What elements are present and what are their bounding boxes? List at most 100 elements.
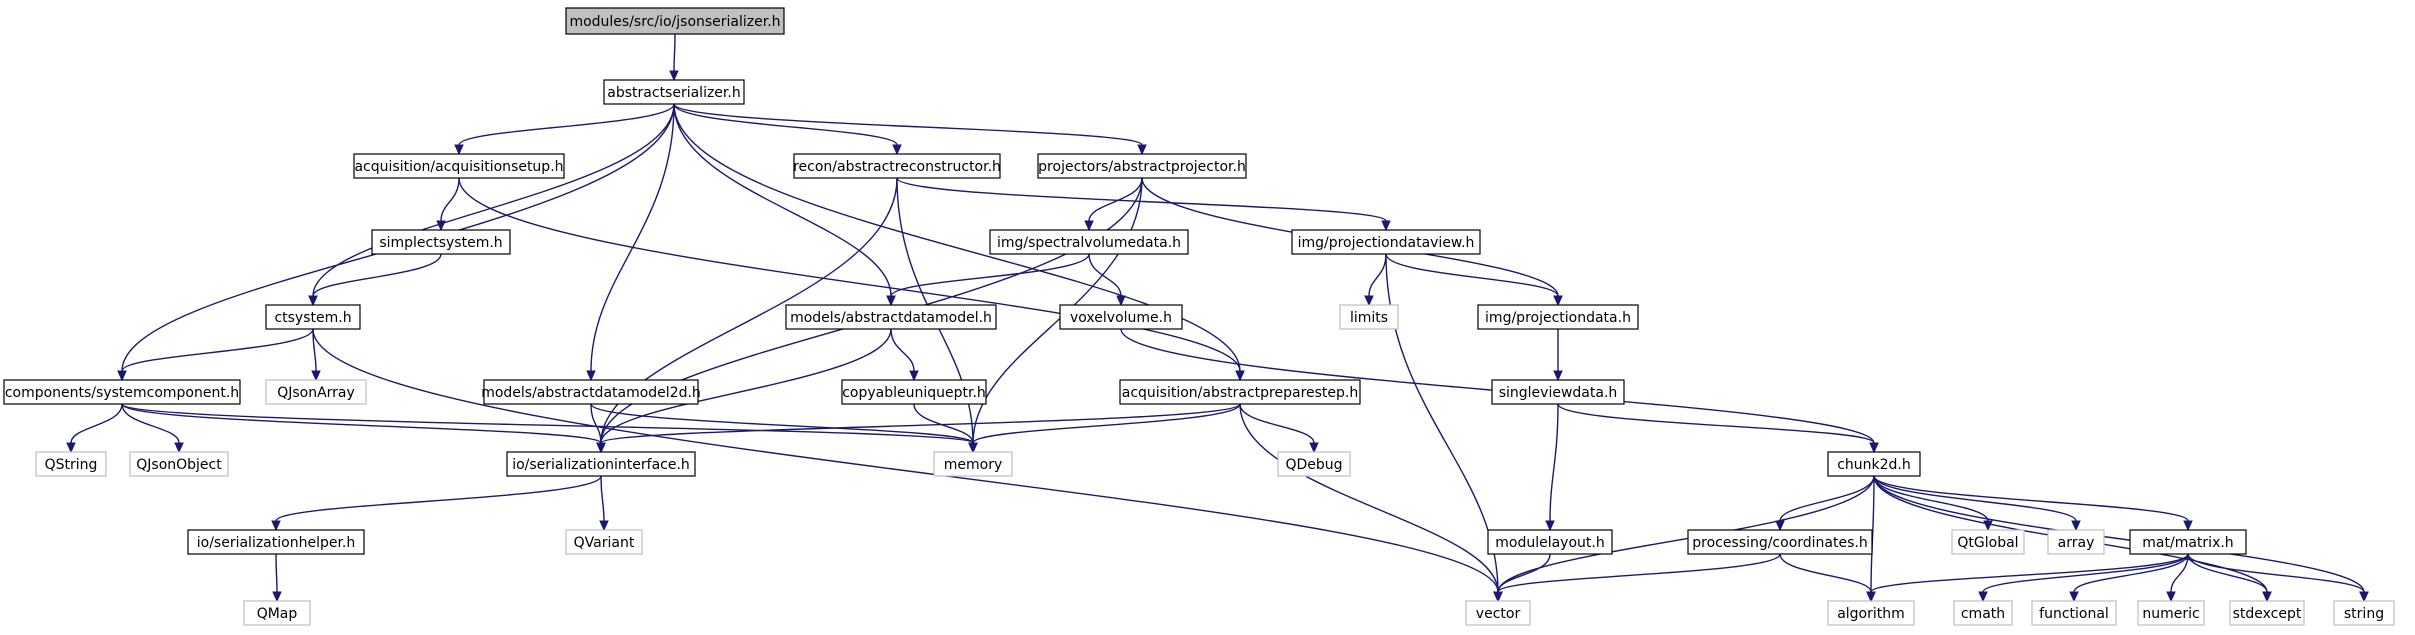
edges-layer — [66, 33, 2369, 603]
node-label: QDebug — [1285, 457, 1342, 473]
node-label: numeric — [2142, 606, 2199, 622]
node-qjsonarray: QJsonArray — [265, 379, 367, 405]
node-serializationinterface[interactable]: io/serializationinterface.h — [506, 451, 696, 477]
edge-ctsystem-to-qjsonarray — [311, 328, 321, 382]
node-abstractreconstructor[interactable]: recon/abstractreconstructor.h — [793, 153, 1001, 179]
node-box — [1465, 600, 1531, 626]
node-modulelayout[interactable]: modulelayout.h — [1487, 529, 1613, 555]
node-label: recon/abstractreconstructor.h — [793, 159, 1001, 175]
edge-abstractserializer-to-acqsetup — [454, 103, 675, 156]
edge-projectiondataview-to-limits — [1364, 253, 1387, 307]
node-copyableuniqueptr[interactable]: copyableuniqueptr.h — [841, 379, 987, 405]
node-box — [483, 379, 699, 405]
node-box — [3, 379, 241, 405]
node-box — [565, 7, 785, 35]
node-label: components/systemcomponent.h — [5, 385, 239, 401]
node-box — [1037, 153, 1247, 179]
node-label: simplectsystem.h — [379, 235, 502, 251]
node-limits: limits — [1339, 304, 1399, 330]
edge-simplectsystem-to-ctsystem — [308, 253, 442, 307]
node-coordinates[interactable]: processing/coordinates.h — [1687, 529, 1873, 555]
edge-root-to-abstractserializer — [669, 33, 679, 82]
edge-abstractreconstructor-to-projectiondataview — [896, 177, 1391, 232]
node-box — [1339, 304, 1399, 330]
node-ctsystem[interactable]: ctsystem.h — [265, 304, 361, 330]
node-vector: vector — [1465, 600, 1531, 626]
node-box — [1277, 451, 1351, 477]
node-cmath: cmath — [1953, 600, 2013, 626]
node-box — [565, 529, 643, 555]
node-serializationhelper[interactable]: io/serializationhelper.h — [187, 529, 365, 555]
node-functional: functional — [2031, 600, 2117, 626]
node-label: copyableuniqueptr.h — [842, 385, 986, 401]
node-label: voxelvolume.h — [1070, 310, 1172, 326]
node-abstractdatamodel2d[interactable]: models/abstractdatamodel2d.h — [481, 379, 701, 405]
node-label: modulelayout.h — [1495, 535, 1604, 551]
edge-chunk2d-to-array — [1873, 475, 2081, 532]
edge-matrix-to-functional — [2069, 553, 2189, 603]
node-matrix[interactable]: mat/matrix.h — [2129, 529, 2247, 555]
edge-abstractserializer-to-abstractreconstructor — [673, 103, 902, 156]
node-label: models/abstractdatamodel.h — [790, 310, 992, 326]
node-acqsetup[interactable]: acquisition/acquisitionsetup.h — [353, 153, 565, 179]
node-label: vector — [1476, 606, 1521, 622]
edge-matrix-to-algorithm — [1866, 553, 2189, 603]
node-chunk2d[interactable]: chunk2d.h — [1827, 451, 1921, 477]
node-systemcomponent[interactable]: components/systemcomponent.h — [3, 379, 241, 405]
node-abstractprojector[interactable]: projectors/abstractprojector.h — [1037, 153, 1247, 179]
node-projectiondataview[interactable]: img/projectiondataview.h — [1291, 229, 1481, 255]
edge-systemcomponent-to-serializationinterface — [121, 403, 606, 454]
node-box — [2333, 600, 2395, 626]
node-box — [1291, 229, 1481, 255]
node-label: abstractserializer.h — [607, 85, 740, 101]
edge-serializationhelper-to-qmap — [272, 553, 282, 603]
node-label: string — [2344, 606, 2384, 622]
node-label: QMap — [257, 606, 298, 622]
nodes-layer: modules/src/io/jsonserializer.h abstracts… — [3, 7, 2395, 626]
node-label: processing/coordinates.h — [1692, 535, 1867, 551]
node-box — [243, 600, 311, 626]
node-box — [1477, 304, 1639, 330]
edge-systemcomponent-to-qstring — [66, 403, 123, 454]
node-label: img/spectralvolumedata.h — [997, 235, 1181, 251]
node-algorithm: algorithm — [1827, 600, 1915, 626]
node-qvariant: QVariant — [565, 529, 643, 555]
node-label: acquisition/acquisitionsetup.h — [354, 159, 563, 175]
node-box — [353, 153, 565, 179]
node-label: QJsonObject — [136, 457, 222, 473]
edge-abstractpreparestep-to-vector — [1239, 403, 1503, 603]
node-abstractpreparestep[interactable]: acquisition/abstractpreparestep.h — [1119, 379, 1361, 405]
node-box — [265, 379, 367, 405]
node-voxelvolume[interactable]: voxelvolume.h — [1059, 304, 1183, 330]
node-singleviewdata[interactable]: singleviewdata.h — [1491, 379, 1625, 405]
node-label: QJsonArray — [277, 385, 355, 401]
node-label: functional — [2039, 606, 2109, 622]
node-abstractserializer[interactable]: abstractserializer.h — [603, 79, 745, 105]
node-qstring: QString — [35, 451, 107, 477]
node-label: modules/src/io/jsonserializer.h — [569, 14, 780, 30]
node-array: array — [2047, 529, 2105, 555]
node-spectralvolumedata[interactable]: img/spectralvolumedata.h — [989, 229, 1189, 255]
node-box — [1119, 379, 1361, 405]
node-box — [603, 79, 745, 105]
node-simplectsystem[interactable]: simplectsystem.h — [371, 229, 511, 255]
node-root[interactable]: modules/src/io/jsonserializer.h — [565, 7, 785, 35]
edge-abstractdatamodel-to-copyableuniqueptr — [890, 328, 919, 382]
node-label: stdexcept — [2233, 606, 2302, 622]
edge-matrix-to-cmath — [1978, 553, 2189, 603]
edge-abstractserializer-to-abstractprojector — [673, 103, 1147, 156]
node-projectiondata[interactable]: img/projectiondata.h — [1477, 304, 1639, 330]
node-box — [785, 304, 997, 330]
node-abstractdatamodel[interactable]: models/abstractdatamodel.h — [785, 304, 997, 330]
edge-acqsetup-to-simplectsystem — [436, 177, 460, 232]
node-box — [1487, 529, 1613, 555]
node-box — [2137, 600, 2205, 626]
node-box — [35, 451, 107, 477]
edge-spectralvolumedata-to-voxelvolume — [1088, 253, 1126, 307]
edge-chunk2d-to-coordinates — [1775, 475, 1875, 532]
edge-singleviewdata-to-modulelayout — [1545, 403, 1559, 532]
node-box — [265, 304, 361, 330]
edge-coordinates-to-vector — [1493, 553, 1781, 603]
node-box — [506, 451, 696, 477]
node-label: mat/matrix.h — [2142, 535, 2233, 551]
